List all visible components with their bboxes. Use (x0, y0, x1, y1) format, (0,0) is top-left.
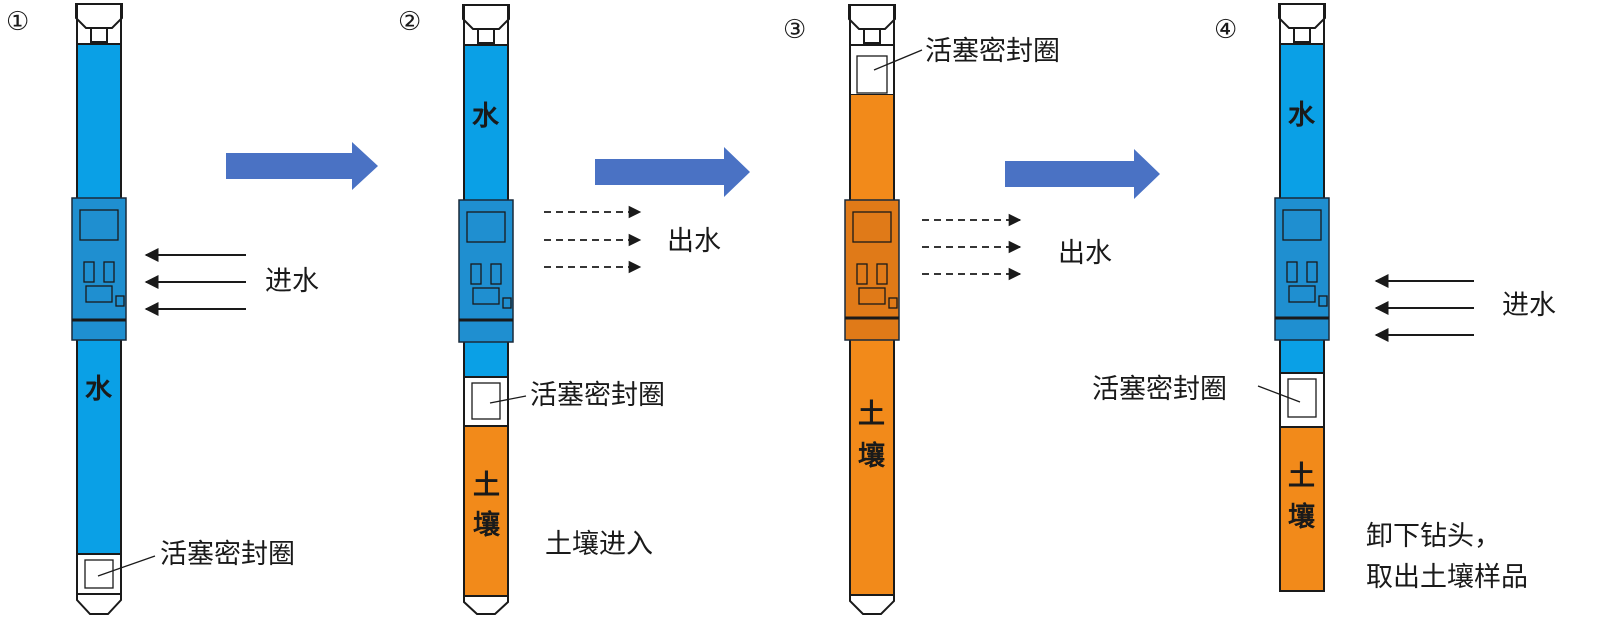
step-number-2: ② (398, 7, 421, 37)
top-cap (462, 4, 510, 46)
step-number-3: ③ (783, 15, 806, 45)
coupler (71, 197, 127, 341)
flow-label: 出水 (667, 226, 721, 257)
soil-column (850, 95, 894, 595)
caption-line-2: 取出土壤样品 (1366, 562, 1528, 593)
water-label: 水 (85, 374, 113, 405)
soil-label-1: 土 (858, 399, 885, 430)
top-cap (848, 4, 896, 44)
drill-bit (463, 595, 509, 615)
panel-1: ① 水 活塞密封圈 (6, 3, 319, 615)
piston-seal (1279, 372, 1325, 428)
flow-label: 进水 (265, 266, 319, 297)
soil-label-1: 土 (1288, 461, 1315, 492)
piston-label: 活塞密封圈 (925, 36, 1060, 67)
piston-label: 活塞密封圈 (1092, 374, 1227, 405)
step-arrow-2 (595, 147, 750, 197)
piston-leader-line (873, 49, 923, 71)
soil-column (1280, 427, 1324, 591)
flow-label: 进水 (1502, 290, 1556, 321)
flow-label: 出水 (1058, 238, 1112, 269)
caption: 土壤进入 (545, 529, 653, 560)
step-number-4: ④ (1214, 15, 1237, 45)
water-label: 水 (472, 101, 500, 132)
soil-label-1: 土 (473, 470, 500, 501)
top-cap (1278, 3, 1326, 45)
inflow-arrows (144, 248, 246, 316)
step-arrow-3 (1005, 149, 1160, 199)
inflow-arrows (1374, 274, 1474, 342)
coupler (1274, 197, 1330, 341)
top-cap (75, 3, 123, 45)
piston-label: 活塞密封圈 (530, 380, 665, 411)
outflow-arrows (544, 205, 642, 274)
drill-bit (76, 593, 122, 615)
panel-2: ② 水 土 壤 活塞密封圈 出水 (398, 4, 721, 615)
soil-label-2: 壤 (858, 440, 886, 472)
soil-column (464, 426, 508, 596)
drill-bit (849, 594, 895, 615)
water-label: 水 (1288, 100, 1316, 131)
step-arrow-1 (226, 142, 378, 190)
caption-line-1: 卸下钻头， (1366, 521, 1501, 552)
coupler (458, 199, 514, 343)
panel-4: ④ 水 土 壤 活塞密封圈 进水 (1092, 3, 1556, 593)
coupler (844, 199, 900, 341)
step-number-1: ① (6, 7, 29, 37)
panel-3: ③ 土 壤 活塞密封圈 出水 (783, 4, 1112, 615)
piston-seal (463, 376, 509, 427)
outflow-arrows (922, 213, 1022, 281)
piston-label: 活塞密封圈 (160, 539, 295, 570)
piston-leader-line (489, 395, 527, 404)
piston-leader-line (97, 555, 156, 577)
piston-leader-line (1257, 385, 1301, 403)
soil-label-2: 壤 (473, 509, 501, 541)
soil-label-2: 壤 (1288, 501, 1316, 533)
